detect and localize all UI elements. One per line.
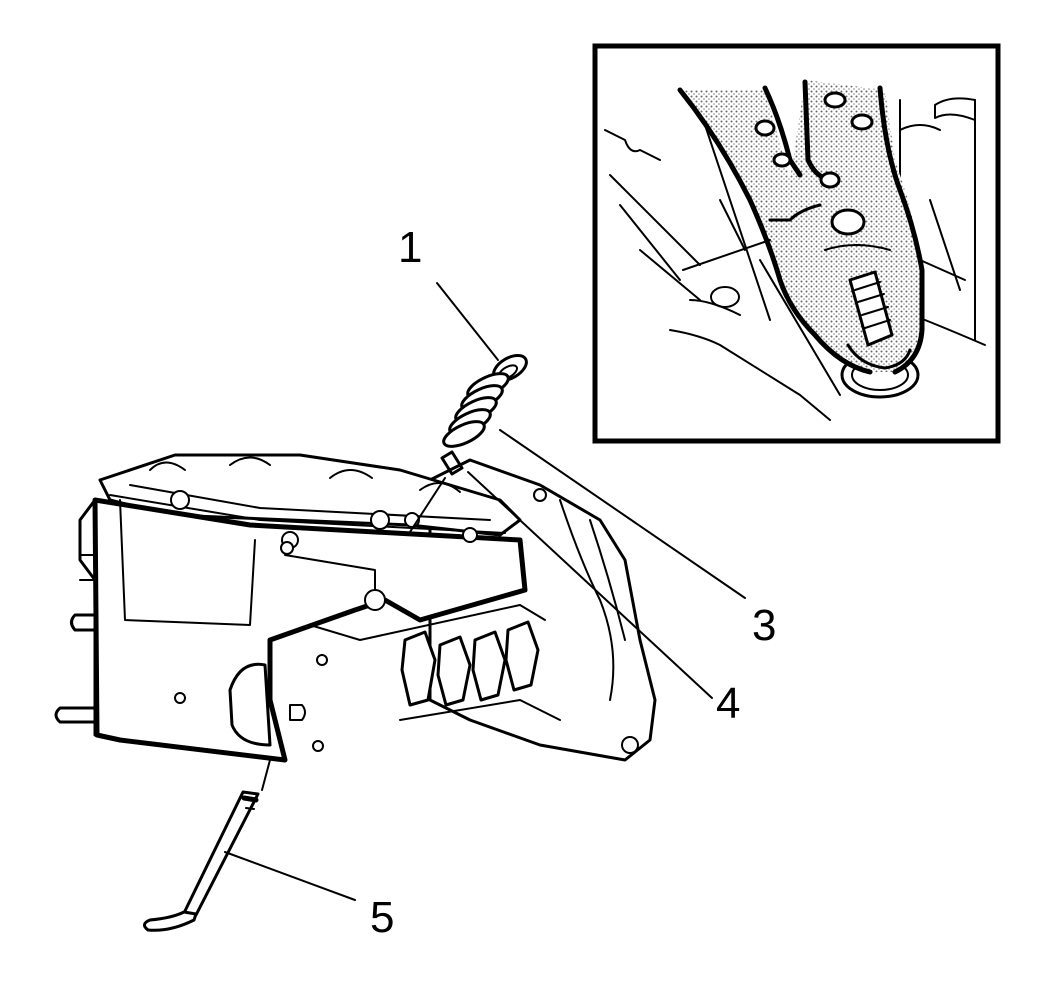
valve: [143, 759, 271, 932]
leader-3: [499, 429, 746, 599]
valve-stem-seal: [440, 450, 464, 476]
inset-detail-view: [592, 43, 1001, 444]
callout-3: 3: [752, 601, 776, 650]
leader-1: [436, 282, 499, 361]
valve-spring: [442, 372, 510, 448]
callout-4: 4: [716, 679, 740, 728]
callout-5: 5: [370, 893, 394, 942]
cylinder-head: [54, 453, 657, 763]
callout-1: 1: [398, 223, 422, 272]
leader-4: [467, 471, 713, 699]
assembly-axis-line: [407, 477, 446, 536]
leader-2: [682, 239, 771, 271]
leader-5: [224, 851, 356, 901]
port-row: [400, 620, 540, 707]
leader-lines: [224, 282, 746, 901]
